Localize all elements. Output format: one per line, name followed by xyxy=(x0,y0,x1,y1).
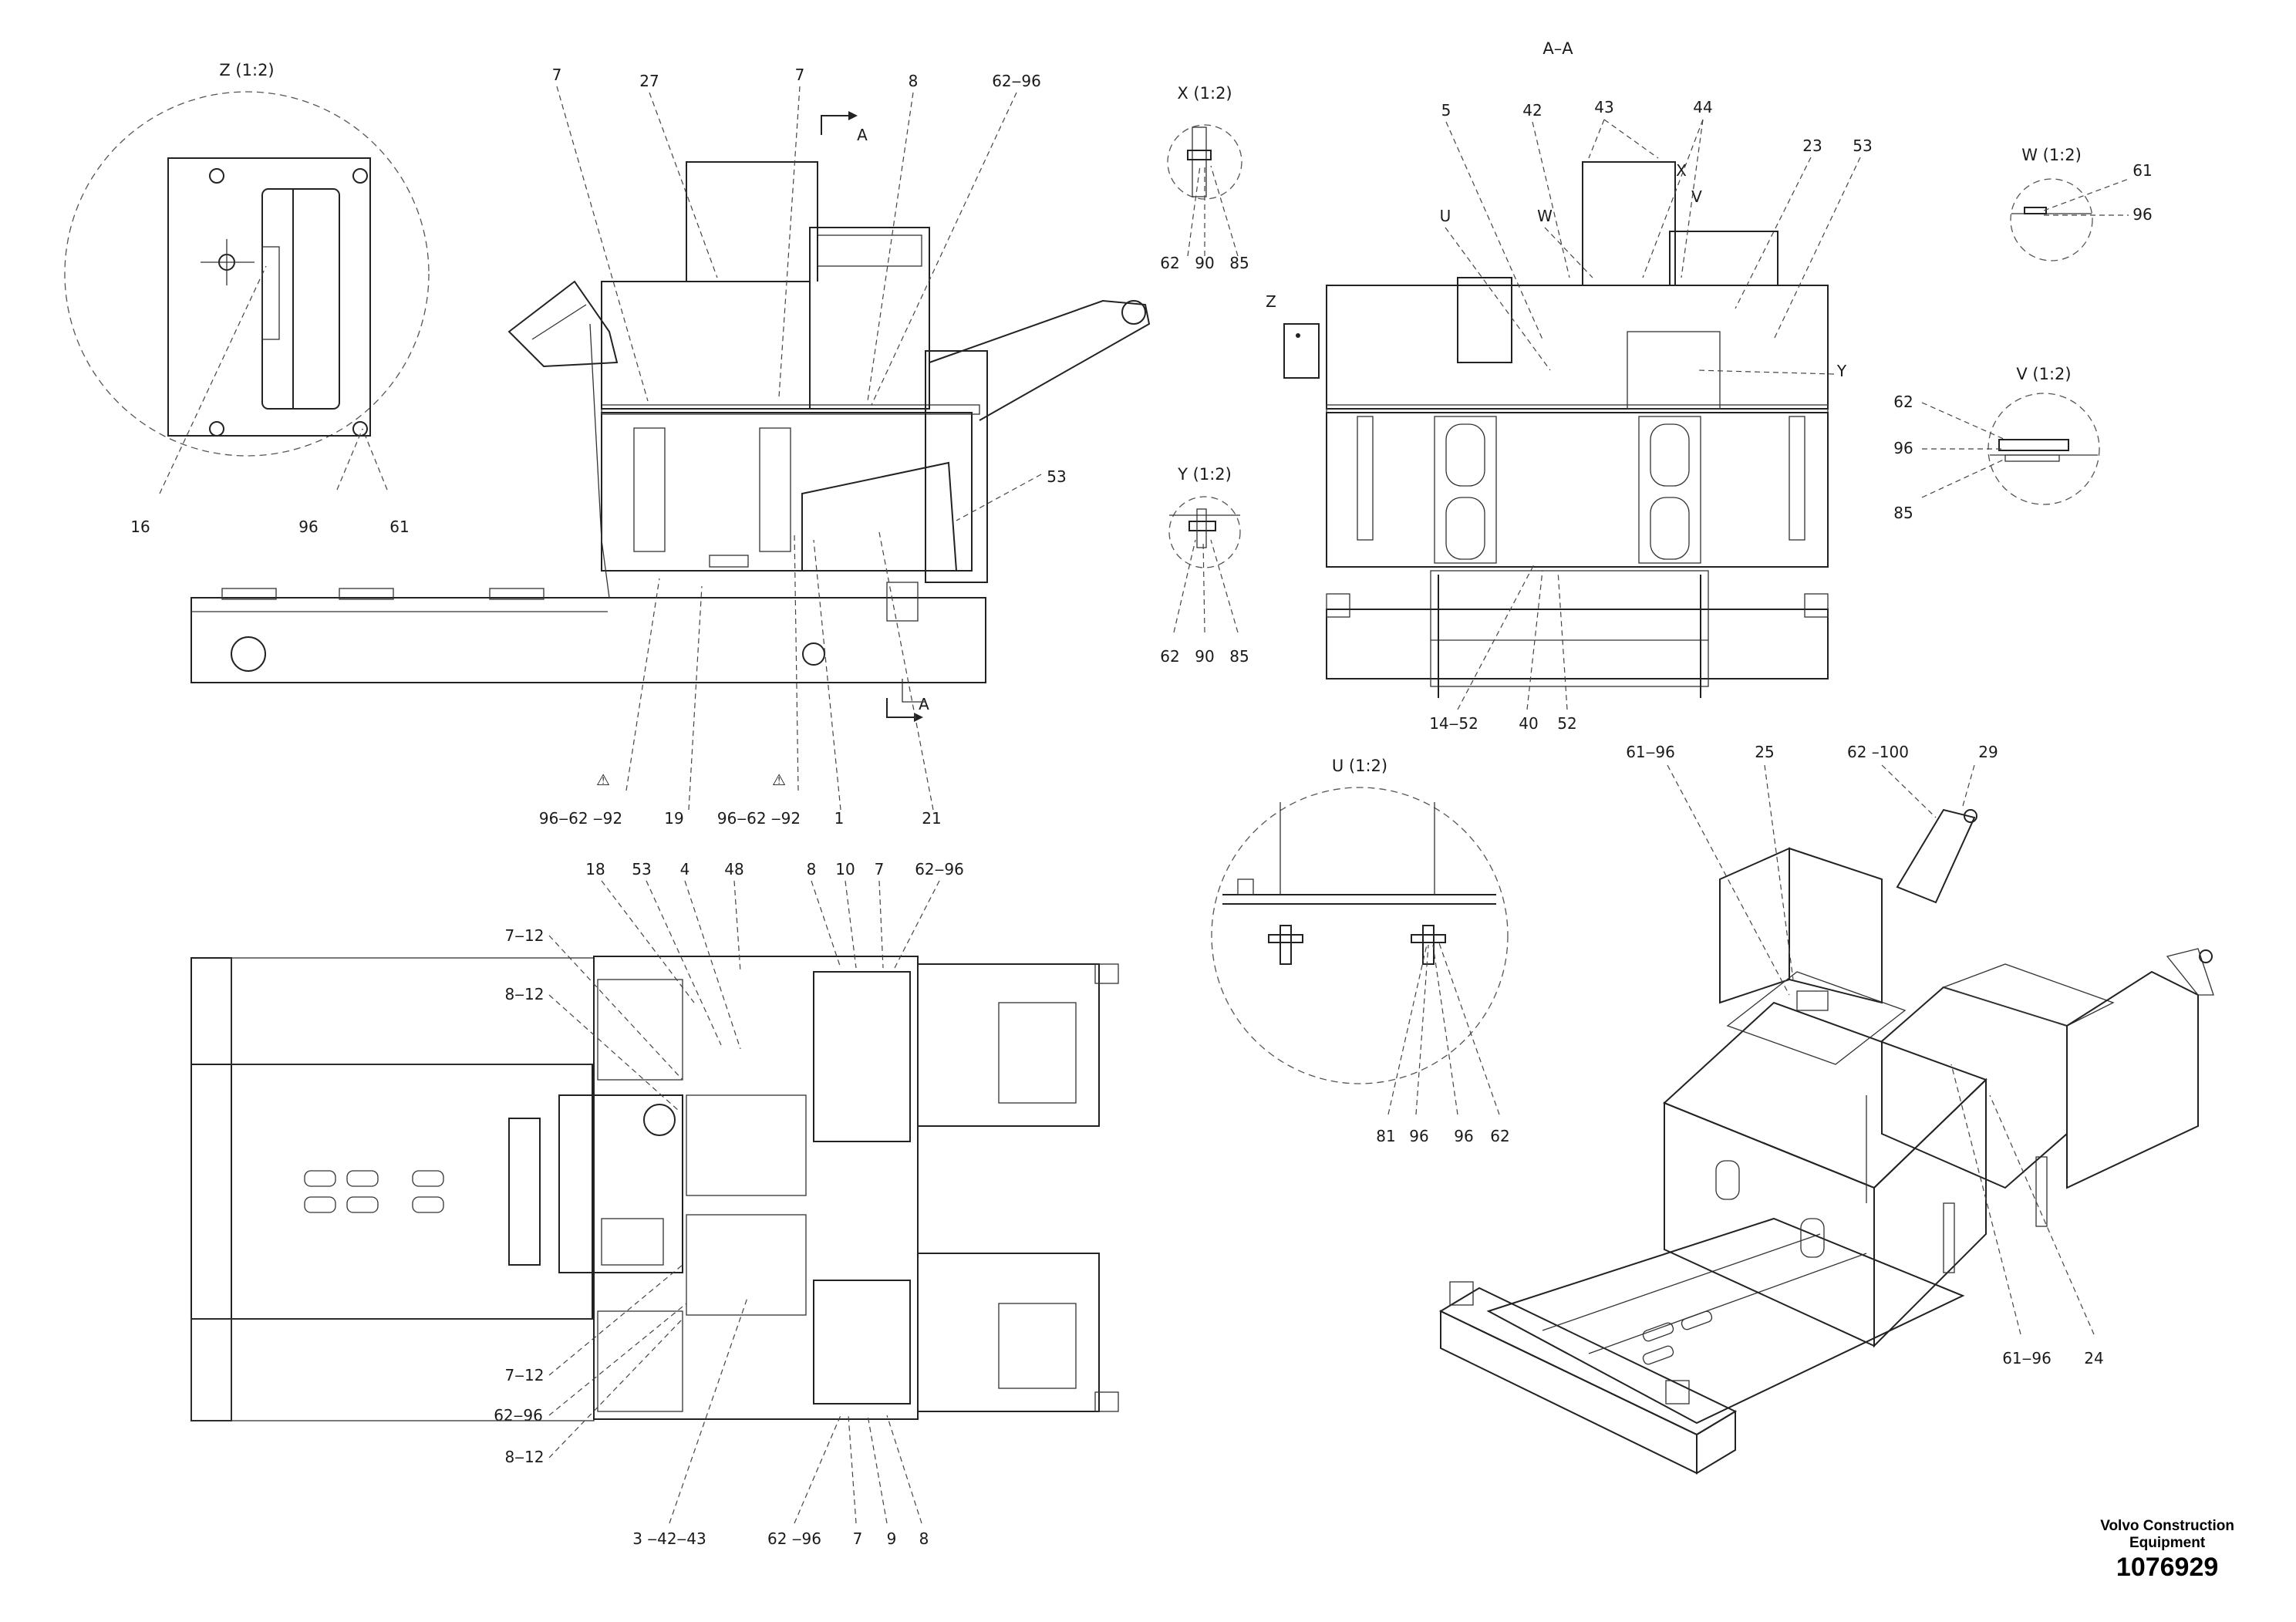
aa-mark-u: U xyxy=(1440,207,1451,225)
side-callout-8: 8 xyxy=(909,72,919,90)
detail-u-callout-96a: 96 xyxy=(1409,1127,1428,1145)
aa-mark-z: Z xyxy=(1266,292,1276,311)
brand-line-1: Volvo Construction xyxy=(2100,1518,2234,1534)
svg-text:⚠: ⚠ xyxy=(772,771,786,789)
detail-w-callout-96: 96 xyxy=(2132,205,2152,224)
detail-u-callout-81: 81 xyxy=(1376,1127,1395,1145)
section-mark-a-top: A xyxy=(857,126,868,144)
section-aa-view: A–A 5 42 43 44 23 53 U W X V Z Y xyxy=(1266,39,1873,733)
aa-bottom-callout-40: 40 xyxy=(1519,714,1538,733)
detail-u-view: U (1:2) 81 96 96 62 xyxy=(1211,757,1510,1145)
iso-callout-25: 25 xyxy=(1755,743,1774,761)
top-callout-8: 8 xyxy=(807,860,817,878)
detail-v-title: V (1:2) xyxy=(2016,365,2071,383)
iso-callout-24: 24 xyxy=(2084,1349,2103,1367)
aa-callout-42: 42 xyxy=(1522,101,1542,120)
detail-v-view: V (1:2) 62 96 85 xyxy=(1893,365,2100,522)
detail-x-callout-90: 90 xyxy=(1195,254,1214,272)
detail-u-callout-96b: 96 xyxy=(1454,1127,1473,1145)
iso-callout-61-96-bottom: 61‒96 xyxy=(2002,1349,2052,1367)
section-mark-a-bottom: A xyxy=(919,695,929,713)
top-bottom-callout-7: 7 xyxy=(853,1529,863,1548)
detail-u-title: U (1:2) xyxy=(1332,757,1387,775)
isometric-view: 61‒96 25 62 –100 29 xyxy=(1438,743,2214,1475)
aa-callout-5: 5 xyxy=(1441,101,1451,120)
side-callout-7a: 7 xyxy=(552,66,562,84)
iso-callout-29: 29 xyxy=(1978,743,1998,761)
brand-line-2: Equipment xyxy=(2129,1535,2206,1551)
top-left-callout-7-12b: 7‒12 xyxy=(505,1366,544,1384)
top-bottom-callout-9: 9 xyxy=(887,1529,897,1548)
side-bottom-callout-19: 19 xyxy=(664,809,683,828)
detail-u-callout-62: 62 xyxy=(1490,1127,1509,1145)
side-bottom-callout-21: 21 xyxy=(922,809,941,828)
detail-z-callout-16: 16 xyxy=(130,518,150,536)
top-left-callout-8-12a: 8‒12 xyxy=(505,985,544,1003)
top-callout-10: 10 xyxy=(835,860,855,878)
detail-x-title: X (1:2) xyxy=(1177,84,1232,103)
detail-y-callout-62: 62 xyxy=(1160,647,1179,666)
aa-mark-x: X xyxy=(1676,161,1687,180)
side-bottom-callout-1: 1 xyxy=(834,809,845,828)
side-callout-62-96: 62‒96 xyxy=(992,72,1041,90)
aa-bottom-callout-52: 52 xyxy=(1557,714,1576,733)
top-callout-48: 48 xyxy=(724,860,743,878)
svg-text:⚠: ⚠ xyxy=(596,771,610,789)
aa-mark-v: V xyxy=(1691,187,1702,206)
side-view: 7 27 7 8 62‒96 A A 53 xyxy=(190,66,1151,828)
aa-bottom-callout-14-52: 14‒52 xyxy=(1429,714,1478,733)
detail-z-view: Z (1:2) 16 96 61 xyxy=(64,61,430,536)
detail-v-callout-85: 85 xyxy=(1893,504,1913,522)
top-callout-4: 4 xyxy=(680,860,690,878)
detail-x-callout-62: 62 xyxy=(1160,254,1179,272)
detail-x-view: X (1:2) 62 90 85 xyxy=(1160,84,1249,272)
top-bottom-callout-62-96: 62 ‒96 xyxy=(767,1529,821,1548)
top-callout-7: 7 xyxy=(875,860,885,878)
detail-y-callout-90: 90 xyxy=(1195,647,1214,666)
aa-callout-53: 53 xyxy=(1853,137,1872,155)
aa-callout-44: 44 xyxy=(1693,98,1712,116)
side-callout-53: 53 xyxy=(1047,467,1066,486)
side-callout-7b: 7 xyxy=(795,66,805,84)
part-number: 1076929 xyxy=(2116,1553,2219,1582)
detail-y-title: Y (1:2) xyxy=(1177,465,1232,484)
top-bottom-callout-3-42-43: 3 ‒42‒43 xyxy=(632,1529,706,1548)
side-bottom-callout-96-62-92b: 96‒62 ‒92 xyxy=(717,809,801,828)
top-callout-62-96: 62‒96 xyxy=(915,860,964,878)
top-left-callout-7-12a: 7‒12 xyxy=(505,926,544,945)
top-bottom-callout-8: 8 xyxy=(919,1529,929,1548)
detail-v-callout-96: 96 xyxy=(1893,439,1913,457)
top-callout-18: 18 xyxy=(585,860,605,878)
detail-x-callout-85: 85 xyxy=(1229,254,1249,272)
top-view: 18 53 4 48 8 10 7 62‒96 7‒12 8‒12 7‒12 6… xyxy=(190,860,1119,1548)
aa-mark-w: W xyxy=(1537,207,1553,225)
aa-callout-43: 43 xyxy=(1594,98,1613,116)
detail-y-view: Y (1:2) 62 90 85 xyxy=(1160,465,1249,666)
top-callout-53: 53 xyxy=(632,860,651,878)
detail-z-title: Z (1:2) xyxy=(219,61,274,79)
detail-w-title: W (1:2) xyxy=(2021,146,2082,164)
iso-callout-62-100: 62 –100 xyxy=(1847,743,1909,761)
top-left-callout-62-96: 62‒96 xyxy=(494,1406,543,1425)
aa-mark-y: Y xyxy=(1836,362,1847,380)
iso-callout-61-96-top: 61‒96 xyxy=(1626,743,1675,761)
detail-y-callout-85: 85 xyxy=(1229,647,1249,666)
detail-z-callout-61: 61 xyxy=(389,518,409,536)
side-bottom-callout-96-62-92a: 96‒62 ‒92 xyxy=(539,809,622,828)
detail-w-view: W (1:2) 61 96 xyxy=(2010,146,2153,261)
detail-z-callout-96: 96 xyxy=(298,518,318,536)
aa-callout-23: 23 xyxy=(1802,137,1822,155)
section-aa-title: A–A xyxy=(1542,39,1573,58)
volvo-brand-block: Volvo Construction Equipment 1076929 xyxy=(2100,1518,2234,1583)
detail-v-callout-62: 62 xyxy=(1893,393,1913,411)
detail-w-callout-61: 61 xyxy=(2132,161,2152,180)
side-callout-27: 27 xyxy=(639,72,659,90)
top-left-callout-8-12b: 8‒12 xyxy=(505,1448,544,1466)
